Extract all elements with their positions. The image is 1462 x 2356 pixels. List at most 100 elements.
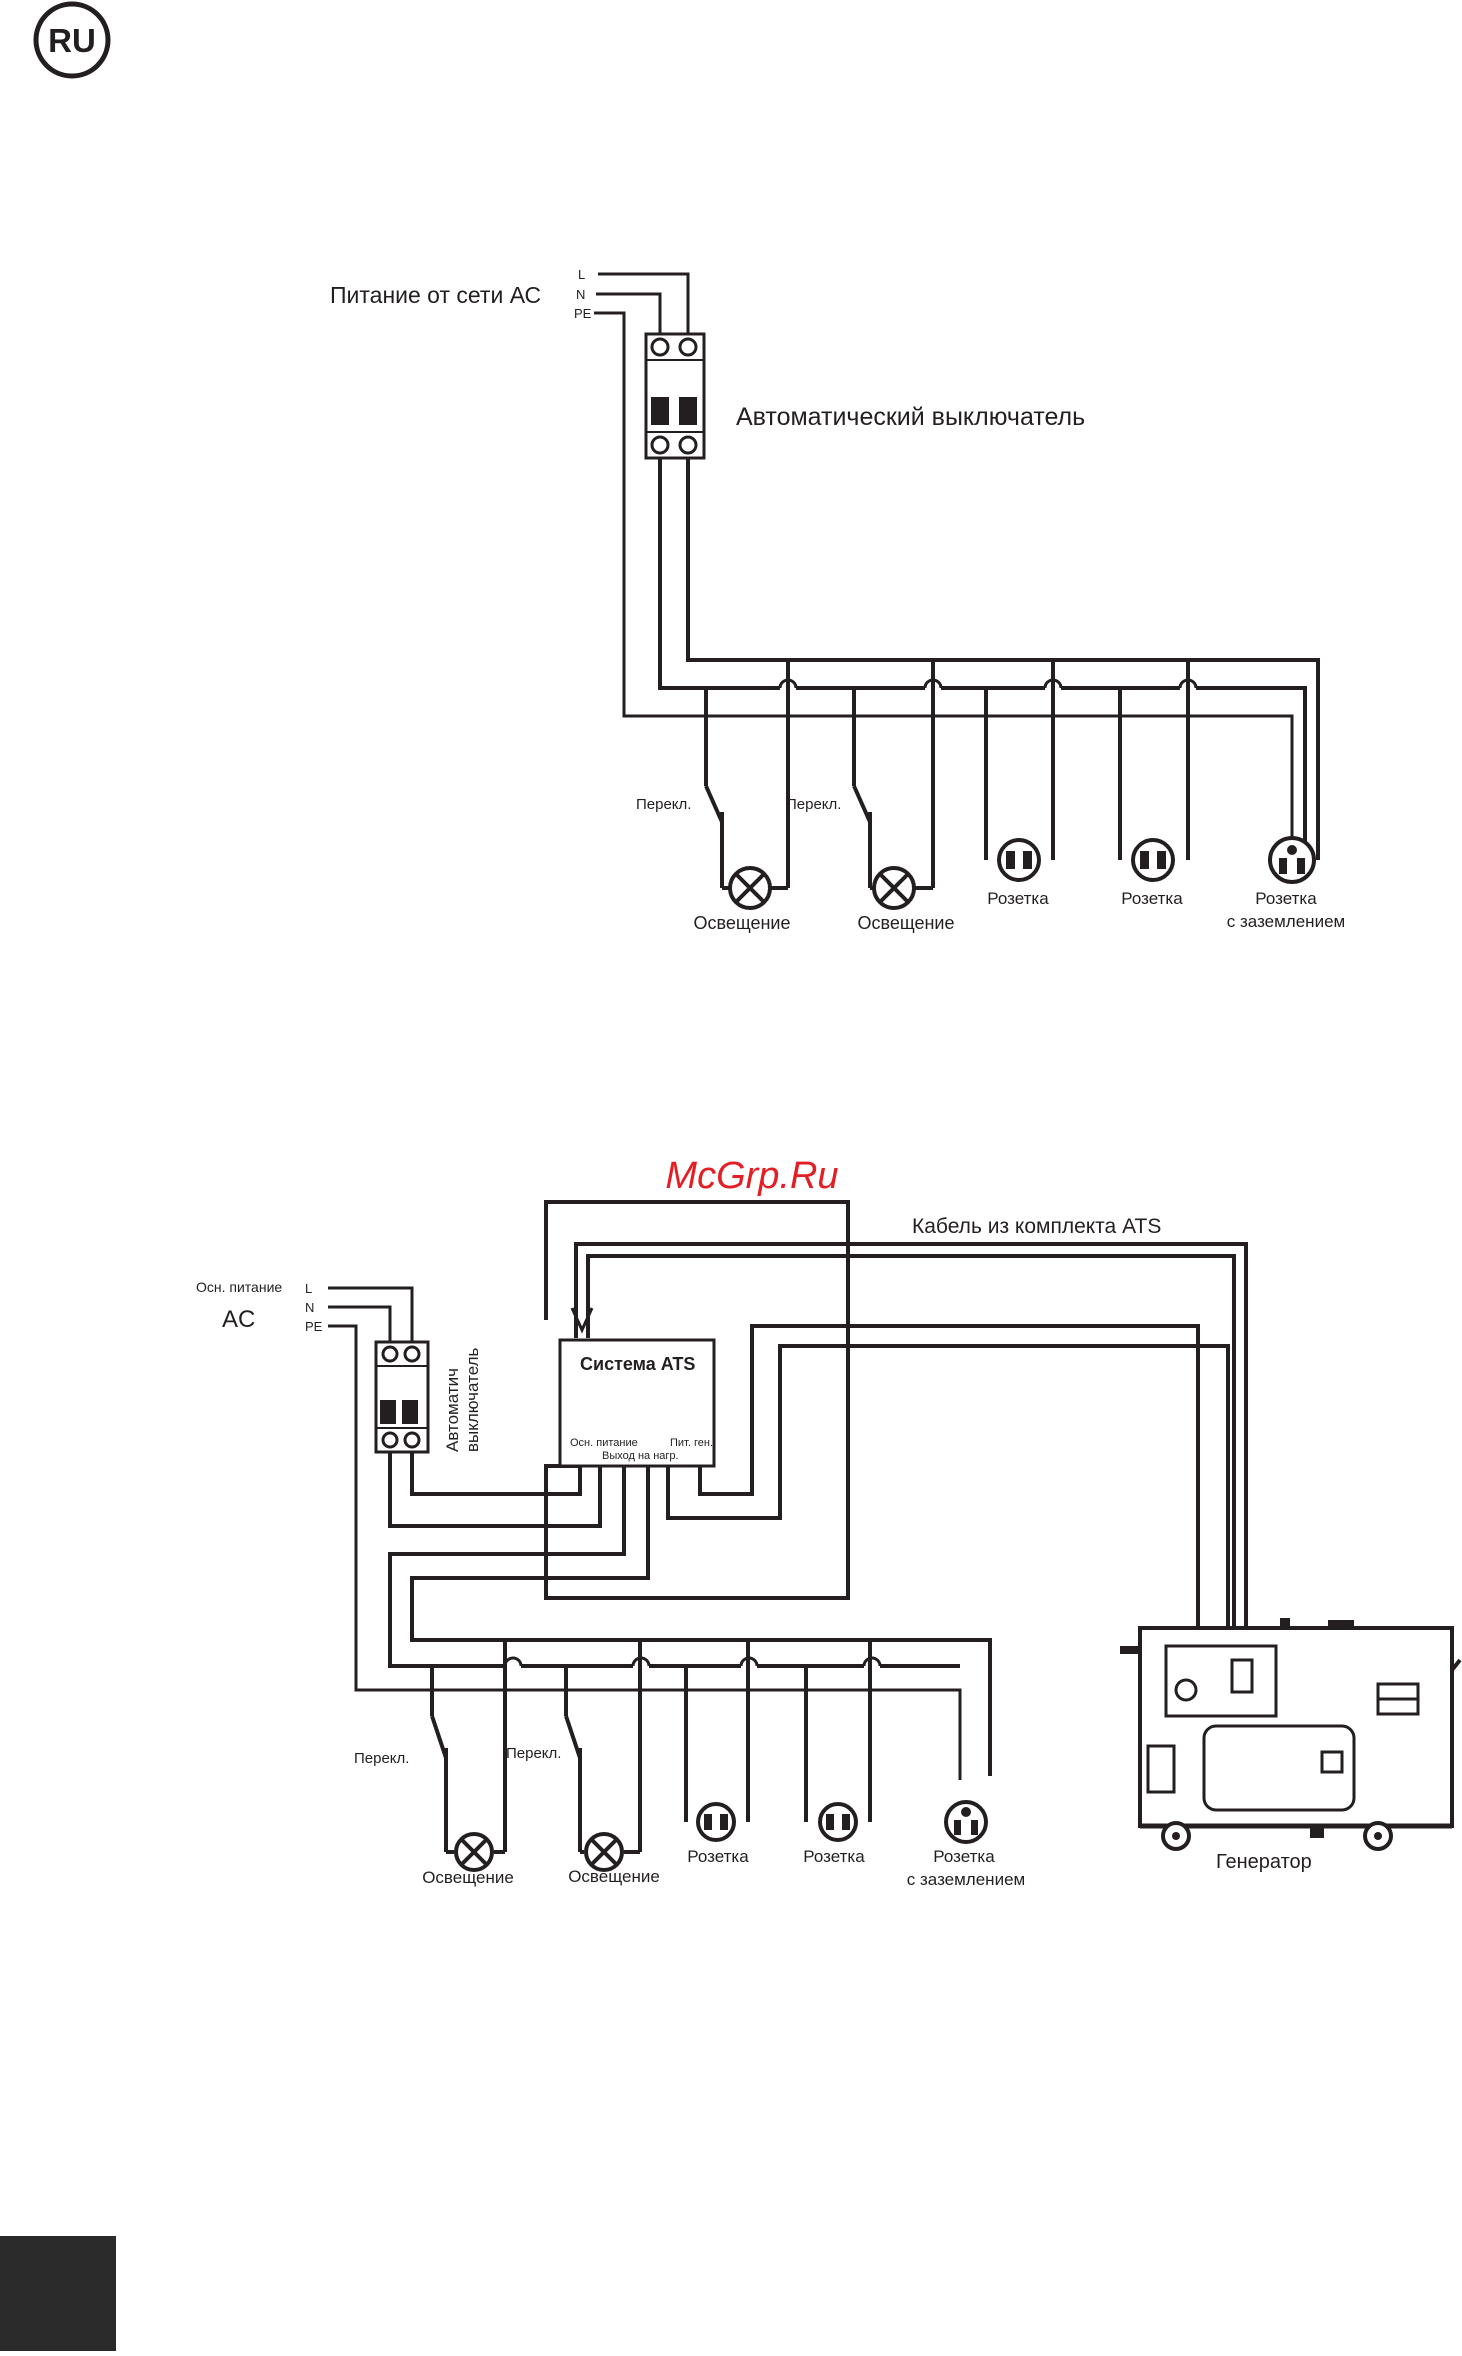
switch-label-1: Перекл.: [636, 796, 691, 813]
grounded-socket-icon: [1268, 836, 1316, 884]
generator-door: [1146, 1744, 1176, 1794]
generator-label: Генератор: [1216, 1851, 1312, 1873]
breaker-label: Автоматический выключатель: [736, 403, 1085, 431]
switch-4: [564, 1715, 582, 1852]
breaker-toggle: [679, 397, 697, 425]
load-label-grounded-4: с заземлением: [907, 1870, 1025, 1889]
breaker-l-to-ats: [410, 1450, 582, 1496]
wire-l-in: [598, 272, 690, 336]
language-badge: RU: [33, 1, 111, 79]
ats-out-n-bus: [388, 1466, 960, 1668]
supply-label-2: Осн. питание: [196, 1279, 282, 1295]
breaker-label-2-line-2: выключатель: [463, 1347, 482, 1452]
generator-outlet-icon: [1230, 1658, 1254, 1694]
terminal-screw-icon: [381, 1345, 399, 1363]
wire-l-bus: [686, 456, 1320, 860]
cable-arrow-icon: [570, 1307, 594, 1334]
load-label-grounded-2: с заземлением: [1227, 912, 1345, 931]
breaker-toggle: [402, 1400, 418, 1424]
wire-n-in: [596, 292, 662, 336]
ats-title: Система ATS: [580, 1354, 695, 1374]
ats-out-l-bus: [410, 1466, 992, 1776]
gen-n-to-ats: [666, 1344, 1230, 1660]
breaker-toggle: [651, 397, 669, 425]
watermark: McGrp.Ru: [665, 1155, 838, 1197]
gen-l-to-ats: [698, 1324, 1200, 1660]
breaker-label-2: Автоматич выключатель: [443, 1347, 482, 1452]
switch-label-2: Перекл.: [786, 796, 841, 813]
ats-load-output-label: Выход на нагр.: [602, 1450, 679, 1462]
load-label-lamp-3: Освещение: [422, 1868, 514, 1887]
ats-control-loop: [544, 1200, 850, 1600]
wire-pe: [594, 311, 1294, 840]
grounded-socket: [1268, 836, 1316, 884]
load-label-lamp-1: Освещение: [694, 913, 791, 933]
lamp-4: [584, 1832, 624, 1872]
wire-n-label: N: [576, 287, 585, 302]
switch-1: [704, 785, 724, 888]
socket-4: [818, 1802, 858, 1842]
circuit-breaker-1: [644, 332, 706, 460]
socket-icon: [997, 838, 1041, 882]
diagram-2: Осн. питание AC L N PE Кабель из комплек…: [196, 1200, 1462, 1889]
load-label-grounded-1: Розетка: [1255, 889, 1317, 908]
diagram-1: Питание от сети АС L N PE Автоматический…: [330, 267, 1345, 933]
ats-main-input-label: Осн. питание: [570, 1437, 638, 1449]
load-label-lamp-2: Освещение: [858, 913, 955, 933]
cable-label: Кабель из комплекта ATS: [912, 1215, 1161, 1238]
wire-l-in-2: [328, 1286, 414, 1346]
load-label-socket-3: Розетка: [687, 1847, 749, 1866]
terminal-screw-icon: [403, 1431, 421, 1449]
wire-l-label-2: L: [305, 1281, 312, 1296]
wire-n-bus: [658, 456, 1307, 856]
load-label-grounded-3: Розетка: [933, 1847, 995, 1866]
generator: Генератор: [1120, 1618, 1462, 1873]
switch-2: [852, 785, 872, 888]
footer-block: [0, 2236, 116, 2351]
lamp-2: [872, 866, 916, 910]
terminal-screw-icon: [678, 337, 698, 357]
badge-circle: [33, 1, 111, 79]
ats-gen-input-label: Пит. ген.: [670, 1437, 713, 1449]
wiring-lines-2: [328, 1200, 1248, 1854]
terminal-screw-icon: [650, 337, 670, 357]
terminal-screw-icon: [403, 1345, 421, 1363]
lamp-1: [728, 866, 772, 910]
terminal-screw-icon: [650, 435, 670, 455]
wire-pe-label-2: PE: [305, 1319, 323, 1334]
socket-icon: [1131, 838, 1175, 882]
socket-2: [1131, 838, 1175, 882]
circuit-breaker-2: [374, 1340, 430, 1454]
ats-kit-cable: [574, 1242, 1248, 1668]
wire-l-label: L: [578, 267, 585, 282]
load-label-socket-1: Розетка: [987, 889, 1049, 908]
load-label-socket-4: Розетка: [803, 1847, 865, 1866]
load-label-socket-2: Розетка: [1121, 889, 1183, 908]
generator-engine-cover: [1202, 1724, 1356, 1812]
breaker-label-2-line-1: Автоматич: [443, 1368, 462, 1452]
breaker-toggle: [380, 1400, 396, 1424]
supply-label: Питание от сети АС: [330, 282, 541, 308]
socket-icon: [696, 1802, 736, 1842]
lamp-3: [454, 1832, 494, 1872]
generator-plug-icon: [1174, 1678, 1198, 1702]
breaker-n-to-ats: [388, 1450, 602, 1528]
ats-box: [558, 1338, 716, 1468]
switch-label-3: Перекл.: [354, 1750, 409, 1767]
wire-n-in-2: [328, 1305, 392, 1346]
badge-text: RU: [48, 22, 96, 59]
wire-pe-label: PE: [574, 306, 592, 321]
supply-sub-2: AC: [222, 1306, 255, 1333]
terminal-screw-icon: [678, 435, 698, 455]
grounded-socket-2: [944, 1800, 988, 1844]
switch-label-4: Перекл.: [506, 1745, 561, 1762]
ats-unit: Система ATS Осн. питание Пит. ген. Выход…: [558, 1338, 716, 1468]
switch-3: [430, 1715, 448, 1852]
terminal-screw-icon: [381, 1431, 399, 1449]
load-label-lamp-4: Освещение: [568, 1867, 660, 1886]
wire-pe-2: [328, 1324, 962, 1780]
socket-1: [997, 838, 1041, 882]
wire-n-label-2: N: [305, 1300, 314, 1315]
